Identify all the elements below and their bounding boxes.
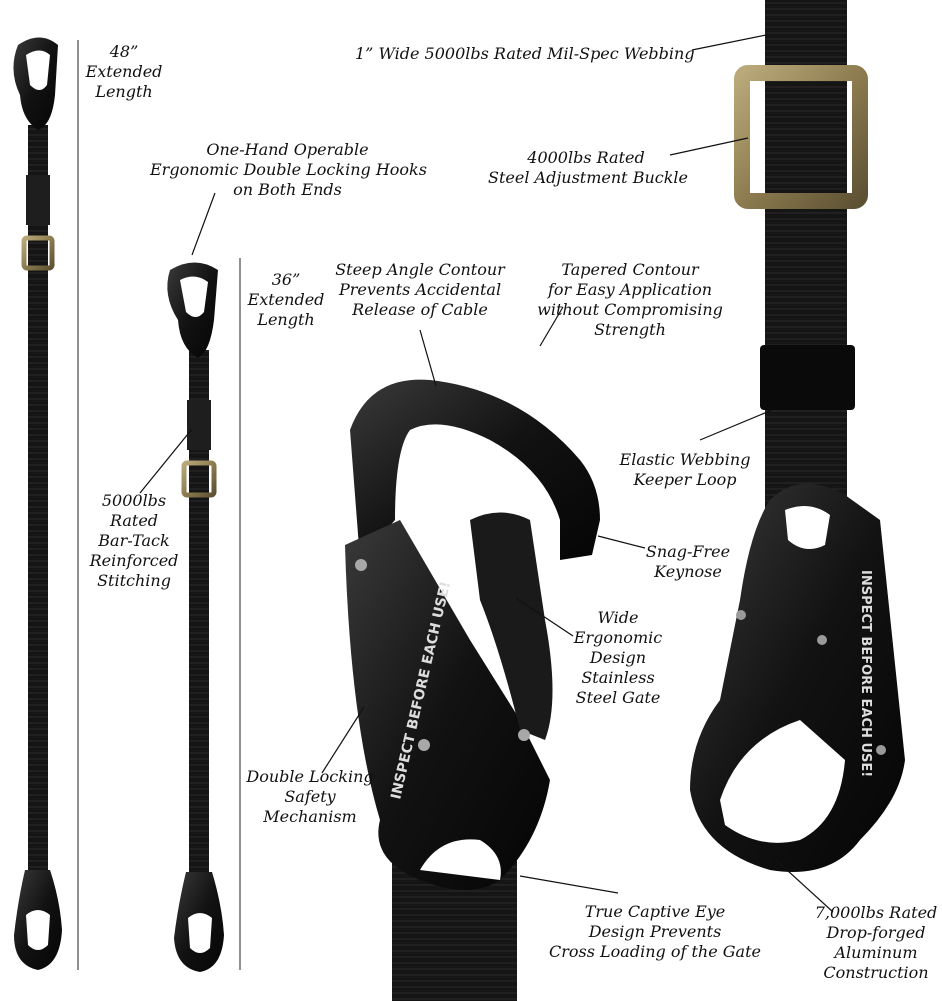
top-hook-icon — [167, 262, 218, 358]
right-hook-closeup: INSPECT BEFORE EACH USE! — [690, 483, 905, 872]
hook-engraving-right: INSPECT BEFORE EACH USE! — [858, 570, 873, 777]
strap-48-inch — [13, 37, 62, 970]
webbing-closeup — [734, 0, 868, 520]
strap-36-inch — [167, 262, 224, 972]
label-mil-spec-webbing: 1” Wide 5000lbs Rated Mil-Spec Webbing — [355, 44, 695, 63]
callout-lines — [139, 34, 834, 913]
center-hook-closeup: INSPECT BEFORE EACH USE! — [345, 379, 600, 1001]
top-hook-icon — [13, 37, 59, 130]
steel-buckle — [734, 65, 868, 209]
bottom-hook-icon — [174, 872, 224, 972]
bottom-hook-icon — [14, 870, 62, 970]
